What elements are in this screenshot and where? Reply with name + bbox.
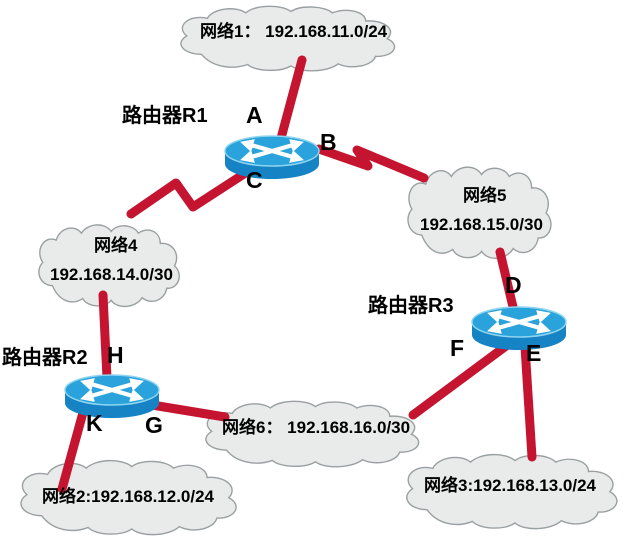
interface-a-label: A (246, 102, 263, 128)
link-network5-r3 (495, 247, 518, 312)
interface-c-label: C (246, 167, 263, 193)
cloud-network5 (407, 166, 552, 259)
router-r1-icon (225, 136, 319, 179)
network2-label: 网络2:192.168.12.0/24 (42, 487, 215, 506)
link-network4-r2 (98, 290, 112, 383)
link-r1-network4-serial (126, 167, 252, 219)
router-r3-icon (472, 307, 566, 350)
interface-e-label: E (526, 340, 542, 366)
link-r2-network6 (141, 399, 230, 422)
network5-subnet: 192.168.15.0/30 (420, 215, 543, 234)
interface-b-label: B (320, 129, 337, 155)
network5-title: 网络5 (463, 186, 507, 205)
network6-label: 网络6： 192.168.16.0/30 (222, 418, 411, 437)
network1-label: 网络1： 192.168.11.0/24 (200, 22, 388, 41)
router-r2-label: 路由器R2 (2, 347, 88, 369)
link-r1-network1 (275, 55, 307, 147)
network4-subnet: 192.168.14.0/30 (50, 265, 173, 284)
interface-k-label: K (86, 410, 103, 436)
link-r3-network3 (520, 342, 537, 462)
link-r1-network5-serial (314, 144, 429, 183)
interface-f-label: F (450, 335, 465, 361)
interface-g-label: G (145, 412, 163, 438)
link-network6-r3 (408, 341, 511, 420)
network3-label: 网络3:192.168.13.0/24 (424, 476, 597, 495)
interface-d-label: D (505, 272, 522, 298)
link-r2-network2 (57, 404, 89, 494)
interface-h-label: H (107, 342, 124, 368)
router-r3-label: 路由器R3 (368, 295, 454, 317)
router-r1-label: 路由器R1 (122, 105, 208, 127)
network4-title: 网络4 (94, 236, 138, 255)
